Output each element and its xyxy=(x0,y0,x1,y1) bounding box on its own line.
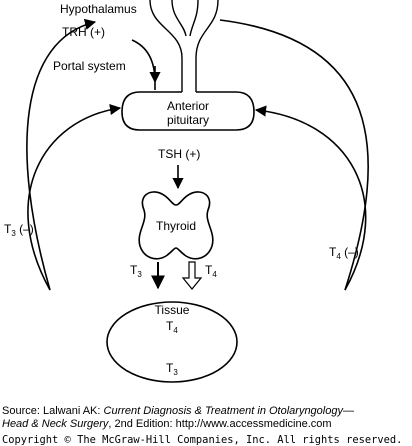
pituitary-label-line2: pituitary xyxy=(167,113,209,127)
tissue-ellipse xyxy=(106,301,238,383)
t4-feedback-label: T4 (–) xyxy=(329,245,359,261)
tissue-label: Tissue xyxy=(155,303,190,317)
tissue-t3-label: T3 xyxy=(166,361,178,377)
trh-label: TRH (+) xyxy=(62,25,105,39)
thyroid-label: Thyroid xyxy=(156,219,196,233)
source-caption-line1: Source: Lalwani AK: Current Diagnosis & … xyxy=(2,405,354,417)
copyright-caption: Copyright © The McGraw-Hill Companies, I… xyxy=(2,434,403,446)
t3-output-label: T3 xyxy=(130,263,142,279)
t4-feedback-loop-right xyxy=(219,19,369,291)
t3-feedback-loop-left xyxy=(26,18,97,291)
pituitary-label-line1: Anterior xyxy=(167,99,209,113)
thyroid-gland-shape xyxy=(138,191,214,260)
t4-output-label: T4 xyxy=(205,263,217,279)
t3-feedback-arrow xyxy=(27,103,122,291)
hypothalamus-label: Hypothalamus xyxy=(60,2,137,16)
tsh-label: TSH (+) xyxy=(158,147,200,161)
source-caption-line2: Head & Neck Surgery, 2nd Edition: http:/… xyxy=(2,418,332,430)
tissue-t4-label: T4 xyxy=(166,319,178,335)
hypothalamus-stalk xyxy=(149,0,219,92)
trh-arrow xyxy=(131,39,161,84)
t4-feedback-arrow xyxy=(254,105,367,291)
t3-feedback-label: T3 (–) xyxy=(4,222,34,238)
thyroid-axis-diagram: Hypothalamus TRH (+) Portal system Anter… xyxy=(4,0,369,383)
t4-output-hollow-arrow xyxy=(181,261,203,290)
anterior-pituitary-shape xyxy=(121,91,255,131)
portal-system-label: Portal system xyxy=(53,59,126,73)
